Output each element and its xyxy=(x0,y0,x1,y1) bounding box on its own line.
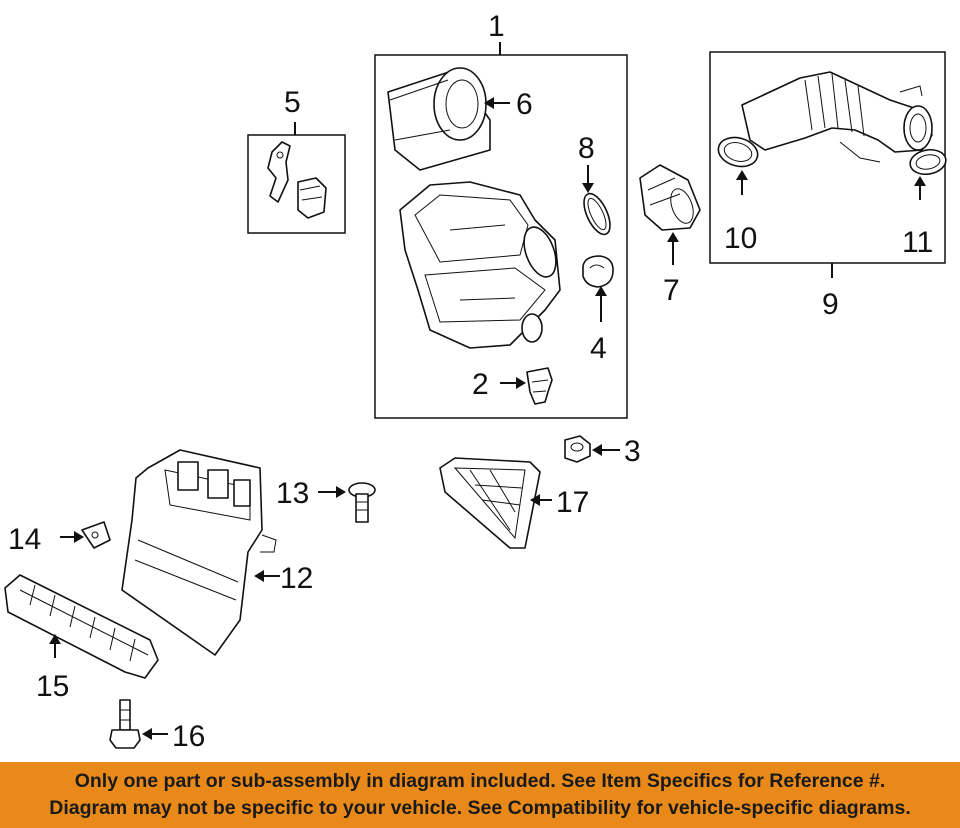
callout-10: 10 xyxy=(724,222,757,255)
air-filter-element xyxy=(387,67,491,171)
callout-9: 9 xyxy=(822,288,839,321)
callout-8: 8 xyxy=(578,132,595,165)
small-bracket xyxy=(81,521,111,549)
air-intake-duct xyxy=(121,449,277,656)
air-duct-grille xyxy=(439,457,541,549)
callout-17: 17 xyxy=(556,486,589,519)
assembly-5-frame xyxy=(247,134,346,234)
callout-12: 12 xyxy=(280,562,313,595)
air-cleaner-housing xyxy=(399,181,561,349)
callout-1: 1 xyxy=(488,10,505,43)
callout-3: 3 xyxy=(624,435,641,468)
nut xyxy=(564,435,591,463)
bracket-clip xyxy=(267,141,327,219)
callout-2: 2 xyxy=(472,368,489,401)
callout-15: 15 xyxy=(36,670,69,703)
push-pin xyxy=(526,367,553,405)
louver-deflector xyxy=(4,574,159,679)
callout-6: 6 xyxy=(516,88,533,121)
hose-clamp-left xyxy=(717,136,759,168)
screw-13 xyxy=(348,482,376,523)
grommet xyxy=(582,255,614,288)
callout-4: 4 xyxy=(590,332,607,365)
intake-adapter xyxy=(639,164,701,231)
parts-diagram: 1 6 8 4 2 5 xyxy=(4,10,947,753)
callout-7: 7 xyxy=(663,274,680,307)
disclaimer-banner: Only one part or sub-assembly in diagram… xyxy=(0,762,960,828)
callout-16: 16 xyxy=(172,720,205,753)
disclaimer-line-1: Only one part or sub-assembly in diagram… xyxy=(74,770,886,792)
callout-11: 11 xyxy=(902,226,933,259)
hose-clamp-right xyxy=(909,148,947,176)
callout-13: 13 xyxy=(276,477,309,510)
bolt-16 xyxy=(109,699,141,749)
callout-5: 5 xyxy=(284,86,301,119)
intake-hose xyxy=(741,71,933,163)
seal-ring xyxy=(583,192,611,236)
disclaimer-line-2: Diagram may not be specific to your vehi… xyxy=(49,797,911,819)
callout-14: 14 xyxy=(8,523,41,556)
